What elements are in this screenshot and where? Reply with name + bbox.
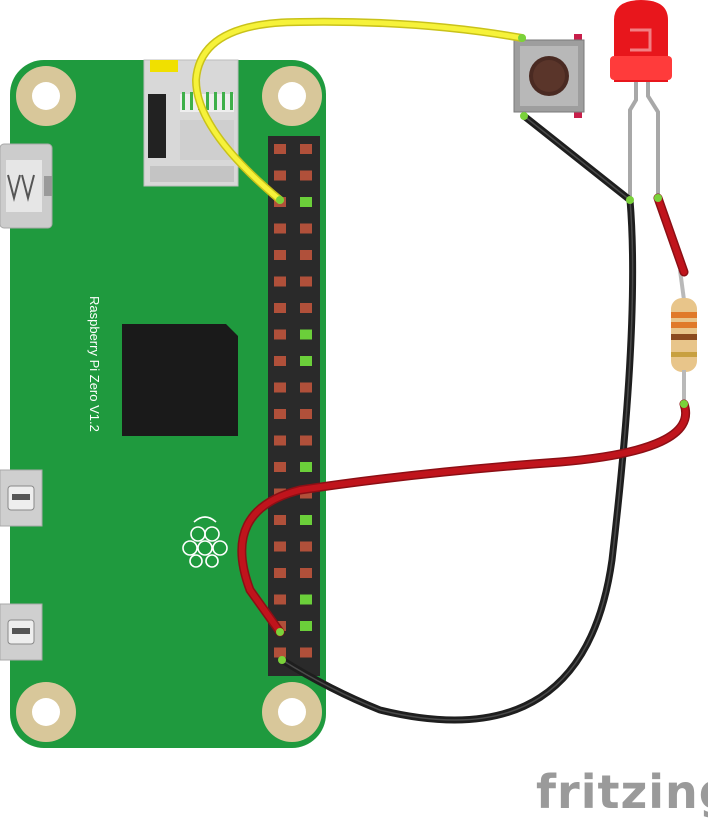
red-led [610, 0, 672, 198]
mount-hole-bottom-right [262, 682, 322, 742]
gpio-pin [274, 541, 286, 552]
gpio-pin [300, 223, 312, 234]
mount-hole-bottom-left [16, 682, 76, 742]
gpio-pin [274, 435, 286, 446]
gpio-pin [274, 594, 286, 605]
gpio-pin [274, 170, 286, 181]
gpio-pin [274, 515, 286, 525]
gpio-pin [274, 462, 286, 472]
gpio-pin [300, 568, 312, 578]
gpio-pin [274, 382, 286, 393]
gpio-pin [274, 276, 286, 287]
gpio-pin [300, 170, 312, 181]
sd-card-slot [143, 59, 239, 187]
gpio-pin [300, 594, 312, 605]
gpio-pin [300, 356, 312, 366]
gpio-pin [300, 382, 312, 393]
micro-usb-port-1 [0, 469, 43, 527]
fritzing-watermark: fritzing [536, 765, 708, 819]
gpio-pin [300, 197, 312, 207]
push-button [513, 34, 585, 118]
gpio-pin [274, 409, 286, 419]
gpio-pin [274, 144, 286, 154]
mount-hole-top-left [16, 66, 76, 126]
gpio-pin [300, 409, 312, 419]
gpio-pin [300, 303, 312, 313]
gpio-pin [300, 621, 312, 631]
gpio-pin [300, 541, 312, 552]
wires [191, 17, 690, 724]
gpio-pin [274, 303, 286, 313]
black-wire [278, 112, 637, 724]
gpio-pin [274, 329, 286, 340]
gpio-pin [300, 276, 312, 287]
gpio-pin [300, 515, 312, 525]
gpio-pin [300, 647, 312, 658]
gpio-pin [274, 568, 286, 578]
gpio-pin [300, 250, 312, 260]
raspberry-logo [182, 516, 228, 568]
gpio-pin [300, 435, 312, 446]
gpio-pin [300, 329, 312, 340]
gpio-pin [300, 462, 312, 472]
raspberry-pi-zero-board: Raspberry Pi Zero V1.2 [0, 59, 326, 748]
gpio-pin [300, 144, 312, 154]
mount-hole-top-right [262, 66, 322, 126]
gpio-pin [274, 250, 286, 260]
gpio-pin [274, 647, 286, 658]
resistor [671, 269, 697, 404]
mini-hdmi-port [0, 143, 53, 229]
gpio-pin [274, 356, 286, 366]
micro-usb-port-2 [0, 603, 43, 661]
gpio-pin [274, 223, 286, 234]
soc-chip [122, 324, 238, 436]
board-label: Raspberry Pi Zero V1.2 [87, 296, 102, 432]
